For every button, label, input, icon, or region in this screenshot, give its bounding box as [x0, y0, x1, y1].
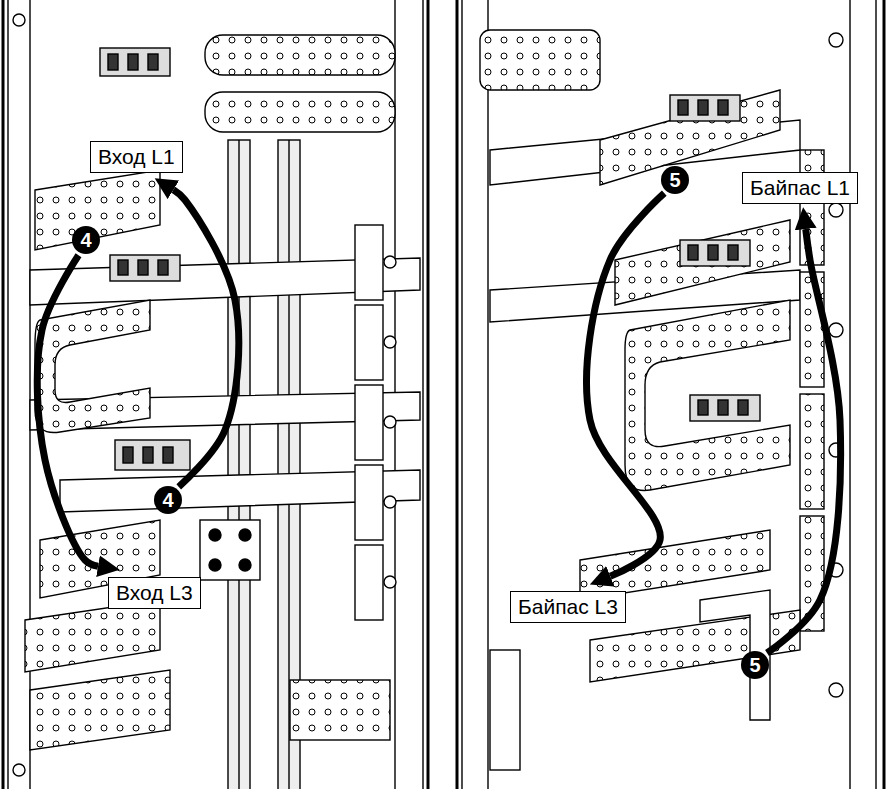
cabinet-left-part: [290, 680, 390, 740]
label-box: Байпас L3: [510, 591, 626, 623]
cabinet-left-part: [355, 305, 383, 380]
cabinet-right-part: [829, 203, 843, 217]
swap-arrow: [173, 190, 238, 487]
cabinet-left-part: [427, 0, 430, 789]
cabinet-right-part: [680, 240, 750, 266]
cabinet-left-part: [239, 559, 251, 571]
cabinet-left-part: [30, 670, 170, 750]
cabinet-left-part: [13, 764, 25, 776]
cabinet-left-part: [384, 576, 396, 588]
cabinet-right-part: [456, 0, 459, 789]
callout-text: 4: [162, 490, 173, 510]
cabinet-right-part: [800, 150, 824, 265]
cabinet-right-part: [738, 400, 748, 415]
cabinet-right-part: [718, 400, 728, 415]
cabinet-right-part: [829, 323, 843, 337]
cabinet-left-part: [355, 545, 383, 620]
cabinet-left-part: [163, 447, 173, 463]
cabinet-left-part: [13, 14, 25, 26]
cabinet-left-part: [355, 465, 383, 540]
cabinet-left-part: [2, 0, 5, 789]
cabinet-right-part: [615, 220, 790, 305]
cabinet-left-part: [384, 416, 396, 428]
cabinet-right-part: [688, 245, 698, 260]
cabinet-right-part: [883, 0, 886, 789]
cabinet-right-part: [480, 30, 600, 90]
cabinet-left-part: [355, 385, 383, 460]
label-box: Вход L1: [90, 141, 183, 173]
cabinet-right-part: [800, 394, 824, 509]
cabinet-right: [457, 0, 884, 789]
label-text: Вход L3: [116, 580, 193, 606]
cabinet-right-part: [718, 100, 728, 115]
cabinet-right-part: [462, 0, 488, 789]
callout-number: 5: [661, 166, 689, 194]
cabinet-left-part: [384, 256, 396, 268]
cabinet-right-part: [850, 0, 876, 789]
cabinet-left-part: [100, 48, 170, 76]
cabinet-right-part: [678, 100, 688, 115]
cabinet-left-part: [123, 447, 133, 463]
cabinet-right-part: [698, 400, 708, 415]
cabinet-right-part: [700, 590, 770, 720]
cabinet-left-part: [239, 529, 251, 541]
cabinet-right-part: [728, 245, 738, 260]
cabinet-left-part: [205, 92, 395, 132]
cabinet-left-part: [115, 440, 190, 470]
label-box: Байпас L1: [742, 172, 858, 204]
cabinet-left-part: [238, 140, 239, 789]
cabinet-left-part: [138, 260, 148, 275]
callout-number: 4: [154, 486, 182, 514]
cabinet-left-part: [209, 529, 221, 541]
cabinet-left-part: [25, 600, 160, 672]
callout-text: 4: [80, 230, 91, 250]
swap-arrow: [37, 255, 98, 566]
cabinet-left-part: [108, 54, 118, 70]
label-box: Вход L3: [108, 577, 201, 609]
callout-text: 5: [669, 170, 680, 190]
callout-number: 5: [741, 651, 769, 679]
cabinet-left-part: [200, 520, 260, 580]
cabinet-right-part: [708, 245, 718, 260]
cabinet-left-part: [143, 447, 153, 463]
cabinet-right-part: [490, 650, 520, 770]
cabinet-left-part: [384, 336, 396, 348]
callout-number: 4: [72, 226, 100, 254]
cabinet-right-part: [625, 300, 790, 490]
cabinet-left-part: [384, 496, 396, 508]
callout-text: 5: [749, 655, 760, 675]
cabinet-left-part: [355, 225, 383, 300]
cabinet-left: [3, 0, 428, 789]
cabinet-right-part: [800, 272, 824, 387]
cabinet-left-part: [205, 35, 395, 75]
label-text: Байпас L1: [750, 175, 850, 201]
cabinet-right-part: [829, 33, 843, 47]
cabinet-left-part: [35, 300, 150, 433]
cabinet-left-part: [128, 54, 138, 70]
cabinet-right-part: [600, 90, 780, 185]
label-text: Вход L1: [98, 144, 175, 170]
cabinet-left-part: [209, 559, 221, 571]
cabinet-left-part: [158, 260, 168, 275]
cabinet-right-part: [829, 683, 843, 697]
cabinet-left-part: [110, 255, 180, 281]
cabinet-right-part: [670, 95, 740, 121]
cabinet-left-part: [228, 140, 250, 789]
swap-arrow: [587, 193, 665, 576]
cabinet-left-part: [148, 54, 158, 70]
label-text: Байпас L3: [518, 594, 618, 620]
swap-arrow: [767, 229, 841, 653]
cabinet-right-part: [698, 100, 708, 115]
cabinet-right-part: [690, 395, 760, 421]
cabinet-left-part: [118, 260, 128, 275]
cabinet-right-part: [580, 530, 770, 600]
